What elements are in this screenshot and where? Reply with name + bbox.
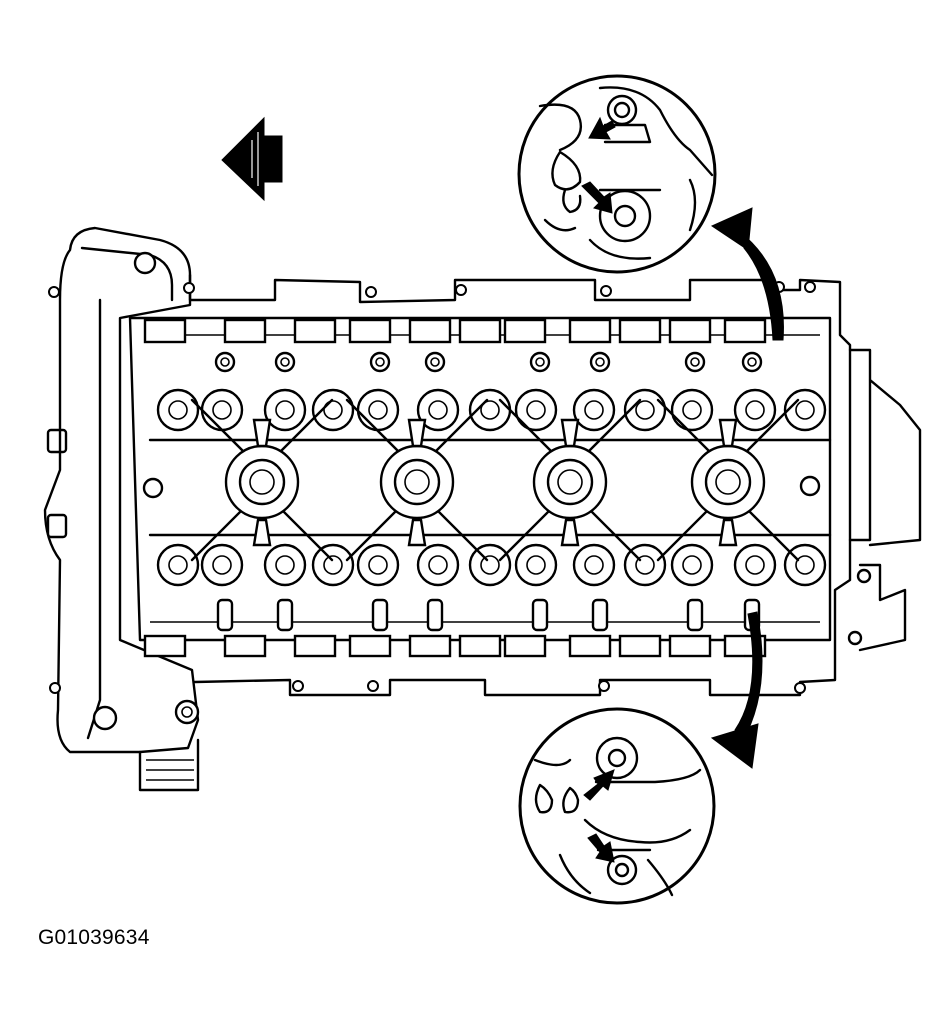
valve-lifter — [356, 543, 400, 587]
cam-cap — [223, 318, 267, 344]
valve-lifter — [156, 388, 200, 432]
valve-lifter — [670, 543, 714, 587]
valve-lifter — [623, 388, 667, 432]
rib-tab — [252, 418, 272, 448]
curved-pointer-arrow-upper — [710, 207, 784, 341]
lower-valve-row — [156, 543, 827, 587]
cam-cap — [143, 318, 187, 344]
figure-id-label: G01039634 — [38, 926, 150, 949]
cap-bolt — [369, 351, 391, 373]
cap-bolt — [531, 598, 549, 632]
upper-cam-caps — [143, 318, 767, 373]
valve-lifter — [156, 543, 200, 587]
upper-detail-magnifier — [517, 74, 717, 274]
pointer-arrow-icon — [587, 833, 615, 863]
valve-lifter — [783, 543, 827, 587]
rib-tab — [718, 518, 738, 547]
valve-lifter — [670, 388, 714, 432]
cam-cap — [618, 634, 662, 658]
cam-cap — [143, 634, 187, 658]
valve-lifter — [572, 543, 616, 587]
valve-lifter — [468, 543, 512, 587]
rib-tab — [718, 418, 738, 448]
cam-cap — [618, 318, 662, 344]
timing-chain-cover — [43, 226, 200, 792]
valve-lifter — [311, 543, 355, 587]
cap-bolt — [591, 598, 609, 632]
cam-cap — [348, 318, 392, 344]
cam-cap — [503, 634, 547, 658]
valve-lifter — [733, 543, 777, 587]
cap-bolt — [686, 598, 704, 632]
lower-cam-caps — [143, 598, 767, 658]
cam-cap — [348, 634, 392, 658]
cap-bolt — [529, 351, 551, 373]
rib-tab — [560, 418, 580, 448]
valve-lifter — [356, 388, 400, 432]
pointer-arrow-icon — [581, 181, 613, 214]
valve-lifter — [514, 388, 558, 432]
rib-tab — [252, 518, 272, 547]
cap-bolt — [741, 351, 763, 373]
rib-tab — [560, 518, 580, 547]
spark-plug-bores — [142, 398, 832, 562]
cam-cap — [568, 318, 612, 344]
cap-bolt — [216, 598, 234, 632]
cap-bolt — [214, 351, 236, 373]
valve-lifter — [572, 388, 616, 432]
valve-lifter — [263, 388, 307, 432]
curved-pointer-arrow-lower — [710, 611, 763, 769]
locating-hole — [142, 477, 164, 499]
cam-cap — [668, 318, 712, 344]
cam-cap — [458, 634, 502, 658]
lower-detail-magnifier — [518, 707, 716, 905]
pointer-arrow-icon — [583, 769, 615, 801]
valve-lifter — [733, 388, 777, 432]
cam-cap — [503, 318, 547, 344]
front-direction-arrow-icon — [221, 116, 283, 202]
cap-bolt — [371, 598, 389, 632]
locating-hole — [799, 475, 821, 497]
pointer-arrow-icon — [588, 116, 616, 140]
cap-bolt — [274, 351, 296, 373]
cam-cap — [293, 634, 337, 658]
valve-lifter — [416, 388, 460, 432]
cam-cap — [568, 634, 612, 658]
cam-cap — [408, 634, 452, 658]
cap-bolt — [276, 598, 294, 632]
cap-bolt — [684, 351, 706, 373]
valve-lifter — [416, 543, 460, 587]
cap-bolt — [589, 351, 611, 373]
valve-lifter — [200, 388, 244, 432]
valve-lifter — [783, 388, 827, 432]
cap-bolt — [424, 351, 446, 373]
valve-lifter — [200, 543, 244, 587]
cap-bolt — [426, 598, 444, 632]
cam-cap — [458, 318, 502, 344]
cam-cap — [723, 318, 767, 344]
valve-lifter — [514, 543, 558, 587]
cam-cap — [223, 634, 267, 658]
rib-tab — [407, 418, 427, 448]
valve-lifter — [311, 388, 355, 432]
cam-cap — [668, 634, 712, 658]
cam-cap — [293, 318, 337, 344]
rib-tab — [407, 518, 427, 547]
valve-lifter — [263, 543, 307, 587]
cam-cap — [408, 318, 452, 344]
